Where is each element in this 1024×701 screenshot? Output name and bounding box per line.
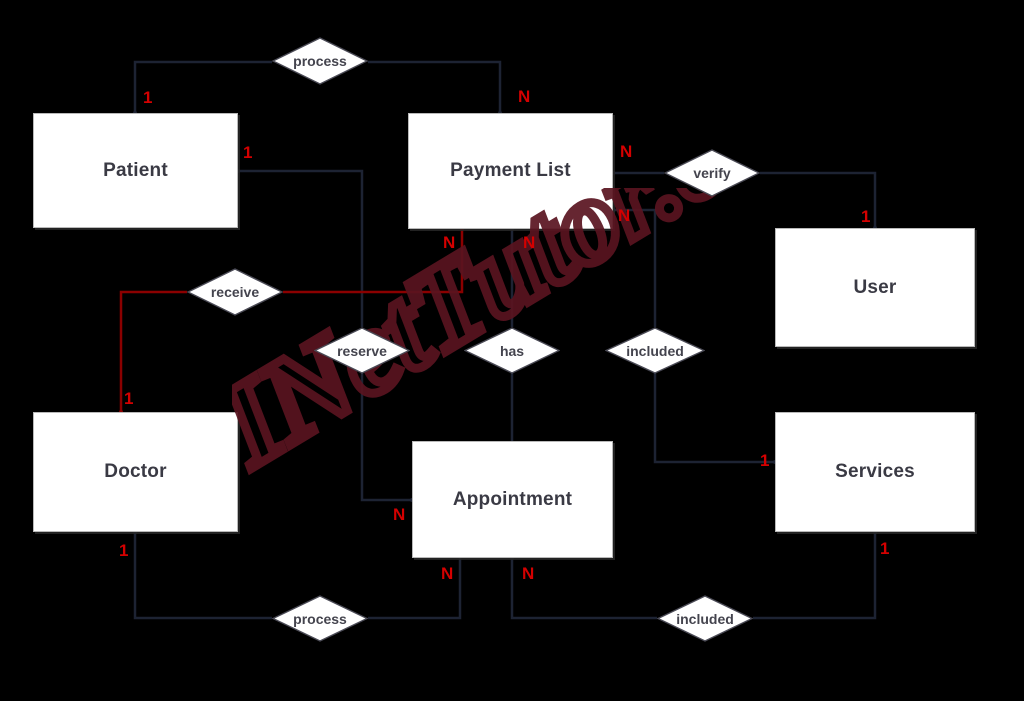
relationship-process-bottom-label: process <box>293 610 347 627</box>
relationship-included-bottom[interactable]: included <box>657 595 753 642</box>
diamond-shape <box>314 327 410 374</box>
relationship-receive-label: receive <box>210 284 260 300</box>
cardinality-payment-list-right-lower: N <box>618 206 631 225</box>
diamond-shape <box>605 327 705 374</box>
entity-payment-list-label: Payment List <box>450 160 571 181</box>
entity-user[interactable]: User <box>775 228 975 347</box>
cardinality-payment-list-top: N <box>518 87 531 106</box>
entity-doctor[interactable]: Doctor <box>33 412 238 532</box>
cardinality-patient-top: 1 <box>143 88 153 107</box>
entity-payment-list[interactable]: Payment List <box>408 113 613 229</box>
relationship-process-top-label: process <box>293 53 347 69</box>
cardinality-services-bottom: 1 <box>880 539 890 558</box>
cardinality-appointment-bottom-left: N <box>441 564 454 583</box>
diamond-shape <box>272 37 368 85</box>
diamond-shape <box>187 268 283 316</box>
entity-user-label: User <box>853 276 897 298</box>
relationship-included-mid[interactable]: included <box>605 327 705 374</box>
cardinality-payment-list-right-verify: N <box>620 142 633 161</box>
relationship-included-mid-label: included <box>626 342 684 359</box>
relationship-process-bottom[interactable]: process <box>272 595 368 642</box>
diamond-shape <box>464 327 560 374</box>
diamond-shape <box>664 149 760 197</box>
cardinality-appointment-left: N <box>393 505 406 524</box>
relationship-verify[interactable]: verify <box>664 149 760 197</box>
entity-services[interactable]: Services <box>775 412 975 532</box>
relationship-receive[interactable]: receive <box>187 268 283 316</box>
cardinality-user-top: 1 <box>861 207 871 226</box>
entity-patient-label: Patient <box>103 159 168 181</box>
entity-doctor-label: Doctor <box>104 461 167 482</box>
diamond-shape <box>272 595 368 642</box>
cardinality-patient-right: 1 <box>243 143 253 162</box>
relationship-included-bottom-label: included <box>676 610 734 627</box>
cardinality-doctor-bottom: 1 <box>119 541 129 560</box>
entity-services-label: Services <box>835 461 915 482</box>
relationship-verify-label: verify <box>693 165 731 181</box>
cardinality-doctor-top: 1 <box>124 389 134 408</box>
cardinality-services-left: 1 <box>760 451 770 470</box>
relationship-has[interactable]: has <box>464 327 560 374</box>
relationship-reserve-label: reserve <box>337 342 387 359</box>
cardinality-payment-list-bottom-center: N <box>523 233 536 252</box>
cardinality-payment-list-bottom-left: N <box>443 233 456 252</box>
relationship-has-label: has <box>499 342 525 359</box>
cardinality-appointment-bottom-center: N <box>522 564 535 583</box>
relationship-reserve[interactable]: reserve <box>314 327 410 374</box>
entity-appointment-label: Appointment <box>452 488 573 510</box>
entity-appointment[interactable]: Appointment <box>412 441 613 558</box>
relationship-process-top[interactable]: process <box>272 37 368 85</box>
entity-patient[interactable]: Patient <box>33 113 238 228</box>
diamond-shape <box>657 595 753 642</box>
